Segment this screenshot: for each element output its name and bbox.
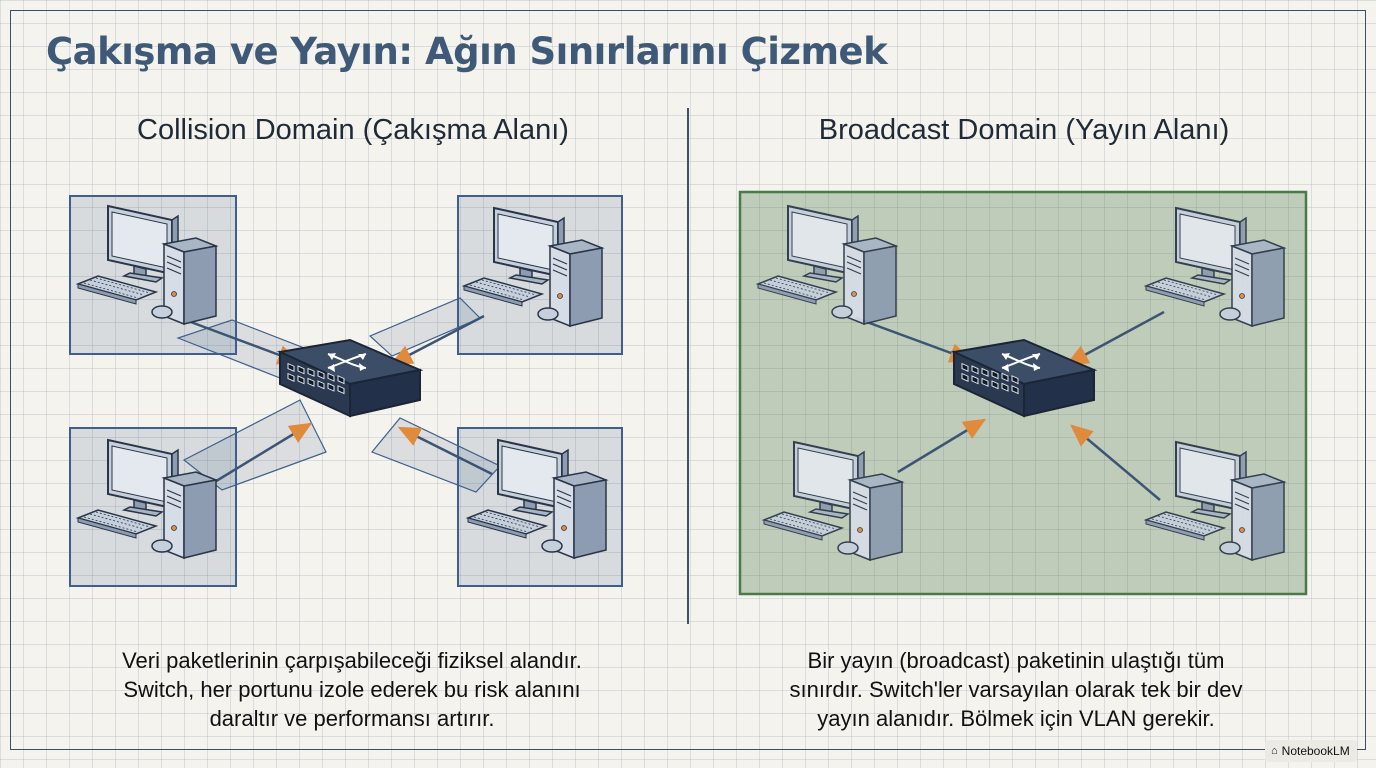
notebooklm-badge: ⌂ NotebookLM (1265, 740, 1357, 762)
collision-domain-description: Veri paketlerinin çarpışabileceği fiziks… (42, 646, 662, 733)
page-frame (10, 10, 1366, 750)
page-title: Çakışma ve Yayın: Ağın Sınırlarını Çizme… (46, 30, 888, 73)
broadcast-desc-line-1: Bir yayın (broadcast) paketinin ulaştığı… (807, 648, 1225, 673)
collision-desc-line-3: daraltır ve performansı artırır. (209, 706, 495, 731)
broadcast-links (855, 310, 1165, 501)
section-divider (687, 108, 689, 624)
collision-links (179, 314, 493, 488)
collision-domain-heading: Collision Domain (Çakışma Alanı) (137, 114, 569, 146)
collision-desc-line-1: Veri paketlerinin çarpışabileceği fiziks… (122, 648, 582, 673)
notebooklm-icon: ⌂ (1271, 745, 1278, 757)
notebooklm-label: NotebookLM (1281, 744, 1350, 758)
broadcast-desc-line-3: yayın alanıdır. Bölmek için VLAN gerekir… (817, 706, 1215, 731)
broadcast-domain-description: Bir yayın (broadcast) paketinin ulaştığı… (706, 646, 1326, 733)
broadcast-desc-line-2: sınırdır. Switch'ler varsayılan olarak t… (789, 677, 1243, 702)
broadcast-domain-heading: Broadcast Domain (Yayın Alanı) (818, 114, 1230, 146)
collision-desc-line-2: Switch, her portunu izole ederek bu risk… (123, 677, 581, 702)
